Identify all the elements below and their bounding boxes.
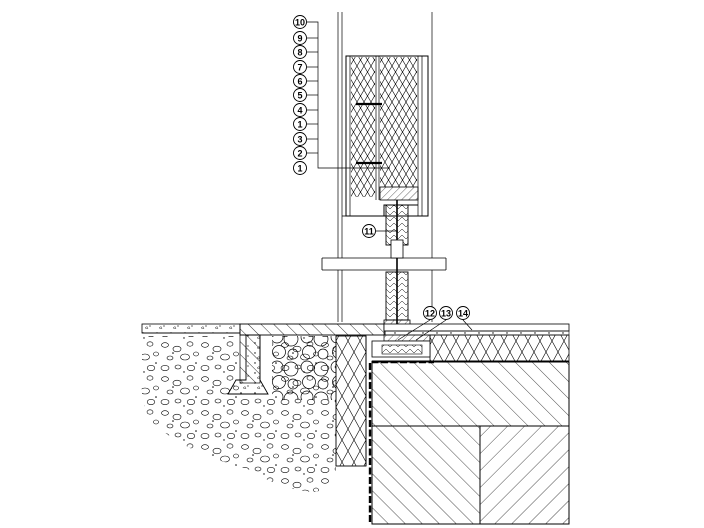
callout-number: 8 bbox=[297, 48, 302, 58]
kerb-footing bbox=[227, 334, 269, 395]
callout-left-4: 4 bbox=[293, 103, 307, 117]
callout-number: 12 bbox=[425, 309, 435, 319]
callout-circle bbox=[423, 306, 437, 320]
callout-circle bbox=[439, 306, 453, 320]
callout-number: 5 bbox=[297, 91, 302, 101]
callout-circle bbox=[293, 60, 307, 74]
callout-left-9: 9 bbox=[293, 31, 307, 45]
callout-left-1: 1 bbox=[293, 117, 307, 131]
structural-slab bbox=[371, 361, 570, 525]
callout-circle bbox=[293, 103, 307, 117]
wall-insulation-right bbox=[380, 57, 417, 187]
callout-circle bbox=[293, 88, 307, 102]
callout-circle bbox=[293, 146, 307, 160]
callout-left-3: 3 bbox=[293, 132, 307, 146]
frame-lines bbox=[321, 12, 447, 322]
callout-circle bbox=[293, 31, 307, 45]
callout-left-7: 7 bbox=[293, 60, 307, 74]
callout-left-2: 2 bbox=[293, 146, 307, 160]
callout-number: 14 bbox=[458, 309, 468, 319]
callout-circle bbox=[293, 117, 307, 131]
callout-left-5: 5 bbox=[293, 88, 307, 102]
callout-circle bbox=[362, 224, 376, 238]
callout-number: 1 bbox=[297, 120, 302, 130]
callout-circle bbox=[293, 74, 307, 88]
callout-number: 7 bbox=[297, 63, 302, 73]
callout-number: 9 bbox=[297, 34, 302, 44]
callout-number: 2 bbox=[297, 149, 302, 159]
connector-post bbox=[383, 200, 411, 331]
wall-panel-upper bbox=[342, 55, 429, 217]
callout-number: 13 bbox=[441, 309, 451, 319]
wall-insulation-left bbox=[351, 57, 375, 197]
floor-buildup bbox=[371, 323, 570, 362]
callout-circle bbox=[293, 132, 307, 146]
callout-number: 6 bbox=[297, 77, 302, 87]
callout-number: 10 bbox=[295, 18, 305, 28]
callout-floor-12: 12 bbox=[423, 306, 437, 320]
callout-circle bbox=[293, 15, 307, 29]
bottom-plate bbox=[379, 186, 419, 201]
foundation-insulation bbox=[335, 335, 367, 467]
callout-number: 4 bbox=[297, 106, 302, 116]
callout-lower-11: 11 bbox=[362, 224, 376, 238]
callout-number: 3 bbox=[297, 135, 302, 145]
callout-number: 1 bbox=[297, 164, 302, 174]
callout-floor-13: 13 bbox=[439, 306, 453, 320]
callout-floor-14: 14 bbox=[456, 306, 470, 320]
callout-leaders bbox=[307, 21, 473, 341]
callout-circle bbox=[293, 45, 307, 59]
callout-left-10: 10 bbox=[293, 15, 307, 29]
callout-left-8: 8 bbox=[293, 45, 307, 59]
pebble-fill bbox=[272, 336, 336, 400]
callout-circle bbox=[456, 306, 470, 320]
callout-left-6: 6 bbox=[293, 74, 307, 88]
callout-circle bbox=[293, 161, 307, 175]
callout-left-1: 1 bbox=[293, 161, 307, 175]
pavement-left bbox=[141, 323, 386, 336]
callout-number: 11 bbox=[364, 227, 374, 237]
